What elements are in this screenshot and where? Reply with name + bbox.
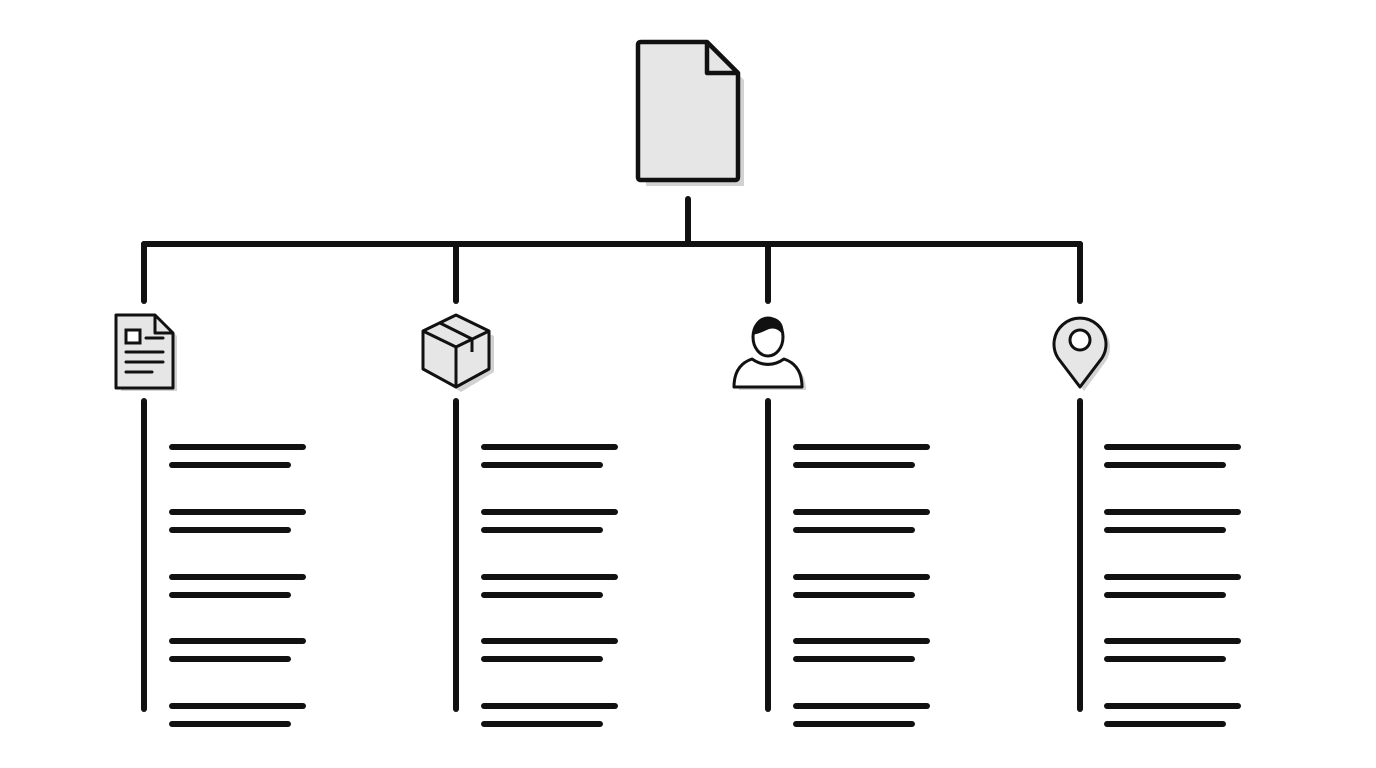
branch-column-1 xyxy=(141,398,306,727)
tree-connectors xyxy=(141,196,1083,304)
branch-column-4 xyxy=(1077,398,1241,727)
placeholder-text-lines xyxy=(169,444,306,727)
document-icon xyxy=(635,39,744,186)
placeholder-text-lines xyxy=(793,444,930,727)
package-box-icon xyxy=(421,313,494,392)
placeholder-text-lines xyxy=(1104,444,1241,727)
branch-column-3 xyxy=(765,398,930,727)
placeholder-text-lines xyxy=(481,444,618,727)
location-pin-icon xyxy=(1052,316,1110,391)
person-icon xyxy=(732,316,806,390)
form-document-icon xyxy=(114,313,177,391)
branch-column-2 xyxy=(453,398,618,727)
